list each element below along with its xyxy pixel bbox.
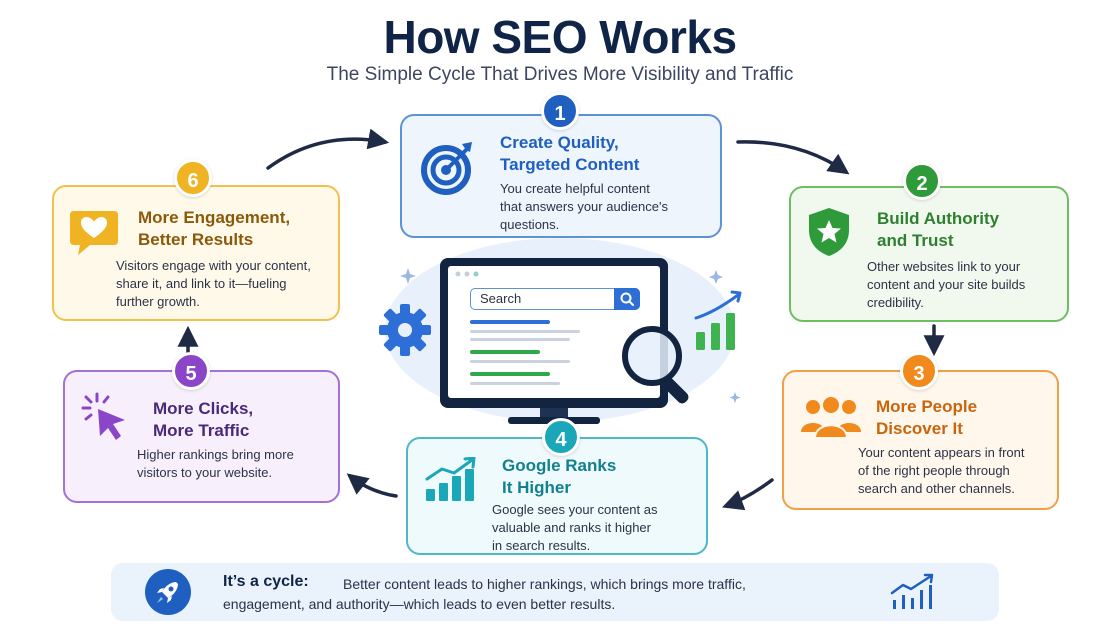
step-title: Build Authority: [877, 209, 1000, 228]
people-icon: [800, 394, 862, 445]
cycle-text: Better content leads to higher rankings,…: [343, 576, 746, 592]
arrow-4-to-5: [346, 473, 398, 498]
step-description: in search results.: [492, 538, 591, 553]
step-title: More People: [876, 397, 978, 416]
search-bar[interactable]: Search: [470, 288, 640, 310]
step-card-google-ranks: Google Ranks It Higher Google sees your …: [406, 437, 708, 555]
step-number-badge: 3: [900, 352, 938, 390]
step-description: Google sees your content as: [492, 502, 658, 517]
step-description: valuable and ranks it higher: [492, 520, 651, 535]
step-title: Google Ranks: [502, 456, 617, 475]
step-description: Visitors engage with your content,: [116, 258, 311, 273]
step-description: Your content appears in front: [858, 445, 1025, 460]
step-number-badge: 2: [903, 162, 941, 200]
bar-chart-up-icon: [424, 456, 482, 508]
step-card-more-engagement: More Engagement, Better Results Visitors…: [52, 185, 340, 321]
sparkle-icon: [729, 392, 741, 403]
step-title: Targeted Content: [500, 155, 640, 174]
step-card-build-authority: Build Authority and Trust Other websites…: [789, 186, 1069, 322]
growth-bars-icon: [694, 290, 742, 350]
step-number-badge: 6: [174, 159, 212, 197]
gear-icon: [379, 304, 431, 356]
search-input[interactable]: Search: [480, 291, 522, 306]
monitor-stand: [540, 408, 568, 418]
step-card-people-discover: More People Discover It Your content app…: [782, 370, 1059, 510]
step-number-badge: 1: [541, 92, 579, 130]
arrow-1-to-2: [736, 140, 850, 175]
sparkle-icon: [400, 268, 416, 284]
rocket-icon: [145, 569, 191, 615]
step-description: content and your site builds: [867, 277, 1026, 292]
step-description: Higher rankings bring more: [137, 447, 294, 462]
search-icon[interactable]: [614, 288, 640, 310]
arrow-3-to-4: [722, 478, 774, 511]
page-title: How SEO Works: [383, 11, 737, 63]
shield-star-icon: [807, 206, 851, 263]
target-icon: [420, 140, 476, 201]
step-title: and Trust: [877, 231, 954, 250]
step-description: share it, and link to it—fueling: [116, 276, 287, 291]
arrow-6-to-1: [266, 128, 390, 170]
step-description: Other websites link to your: [867, 259, 1021, 274]
step-description: further growth.: [116, 294, 200, 309]
sparkle-icon: [709, 270, 723, 284]
step-title: Better Results: [138, 230, 254, 249]
step-description: of the right people through: [858, 463, 1010, 478]
step-title: More Engagement,: [138, 208, 291, 227]
step-description: credibility.: [867, 295, 924, 310]
cycle-text: engagement, and authority—which leads to…: [223, 596, 616, 612]
step-title: Discover It: [876, 419, 963, 438]
cycle-summary-banner: It’s a cycle: Better content leads to hi…: [111, 563, 999, 621]
step-number-badge: 4: [542, 418, 580, 456]
step-description: You create helpful content: [500, 181, 650, 196]
step-card-create-content: Create Quality, Targeted Content You cre…: [400, 114, 722, 238]
heart-chat-icon: [68, 207, 120, 264]
cursor-click-icon: [79, 390, 135, 449]
step-title: Create Quality,: [500, 133, 619, 152]
step-description: that answers your audience's: [500, 199, 668, 214]
cycle-label: It’s a cycle:: [223, 573, 309, 590]
step-number-badge: 5: [172, 352, 210, 390]
step-description: search and other channels.: [858, 481, 1015, 496]
magnifier-icon: [622, 326, 689, 404]
step-description: visitors to your website.: [137, 465, 273, 480]
step-title: More Clicks,: [153, 399, 254, 418]
step-title: More Traffic: [153, 421, 250, 440]
step-card-more-clicks: More Clicks, More Traffic Higher ranking…: [63, 370, 340, 503]
page-subtitle: The Simple Cycle That Drives More Visibi…: [326, 64, 794, 85]
trend-up-icon: [889, 573, 939, 616]
step-title: It Higher: [502, 478, 571, 497]
step-description: questions.: [500, 217, 560, 232]
